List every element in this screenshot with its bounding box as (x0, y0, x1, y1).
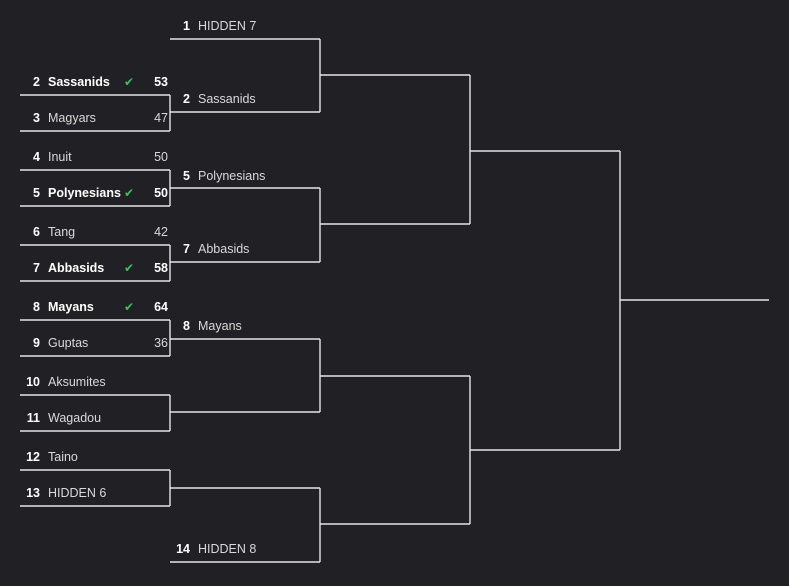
round2-slot-2[interactable]: 2 Sassanids (172, 89, 318, 109)
round1-slot-7[interactable]: 8 Mayans ✔ 64 (22, 297, 168, 317)
team-name: Sassanids (48, 75, 110, 89)
seed-number: 6 (33, 225, 40, 239)
round1-slot-11[interactable]: 12 Taino ✔ (22, 447, 168, 467)
score: 58 (154, 261, 168, 275)
round1-slot-9[interactable]: 10 Aksumites ✔ (22, 372, 168, 392)
seed-number: 8 (183, 319, 190, 333)
team-name: Inuit (48, 150, 72, 164)
round1-slot-12[interactable]: 13 HIDDEN 6 ✔ (22, 483, 168, 503)
seed-number: 14 (176, 542, 190, 556)
team-name: HIDDEN 6 (48, 486, 107, 500)
score: 36 (154, 336, 168, 350)
team-name: Abbasids (198, 242, 250, 256)
round1-slot-2[interactable]: 3 Magyars ✔ 47 (22, 108, 168, 128)
seed-number: 3 (33, 111, 40, 125)
seed-number: 5 (183, 169, 190, 183)
check-icon: ✔ (123, 261, 134, 275)
check-icon: ✔ (123, 186, 134, 200)
round2-slot-7[interactable] (172, 466, 318, 486)
seed-number: 2 (183, 92, 190, 106)
round1-slot-8[interactable]: 9 Guptas ✔ 36 (22, 333, 168, 353)
round1-slot-1[interactable]: 2 Sassanids ✔ 53 (22, 72, 168, 92)
score: 50 (154, 186, 168, 200)
score: 53 (154, 75, 168, 89)
round2-slot-1[interactable]: 1 HIDDEN 7 (172, 16, 318, 36)
seed-number: 4 (33, 150, 40, 164)
team-name: Magyars (48, 111, 96, 125)
team-name: HIDDEN 8 (198, 542, 257, 556)
round1-slot-5[interactable]: 6 Tang ✔ 42 (22, 222, 168, 242)
seed-number: 7 (33, 261, 40, 275)
score: 42 (154, 225, 168, 239)
round2-slot-6[interactable] (172, 389, 318, 409)
team-name: Taino (48, 450, 78, 464)
round1-slot-3[interactable]: 4 Inuit ✔ 50 (22, 147, 168, 167)
seed-number: 11 (26, 411, 40, 425)
check-icon: ✔ (123, 75, 134, 89)
team-name: Abbasids (48, 261, 105, 275)
seed-number: 2 (33, 75, 40, 89)
seed-number: 7 (183, 242, 190, 256)
seed-number: 12 (26, 450, 40, 464)
score: 64 (154, 300, 168, 314)
team-name: Guptas (48, 336, 89, 350)
round1-slot-6[interactable]: 7 Abbasids ✔ 58 (22, 258, 168, 278)
seed-number: 9 (33, 336, 40, 350)
team-name: Tang (48, 225, 76, 239)
round1-slot-4[interactable]: 5 Polynesians ✔ 50 (22, 183, 168, 203)
round2-slot-5[interactable]: 8 Mayans (172, 316, 318, 336)
team-name: Mayans (198, 319, 242, 333)
seed-number: 1 (183, 19, 190, 33)
seed-number: 8 (33, 300, 40, 314)
round2-slot-8[interactable]: 14 HIDDEN 8 (172, 539, 318, 559)
team-name: Aksumites (48, 375, 106, 389)
seed-number: 10 (26, 375, 40, 389)
seed-number: 5 (33, 186, 40, 200)
seed-number: 13 (26, 486, 40, 500)
check-icon: ✔ (123, 300, 134, 314)
team-name: HIDDEN 7 (198, 19, 257, 33)
score: 47 (154, 111, 168, 125)
team-name: Polynesians (198, 169, 266, 183)
team-name: Mayans (48, 300, 94, 314)
team-name: Wagadou (48, 411, 102, 425)
round2-slot-4[interactable]: 7 Abbasids (172, 239, 318, 259)
team-name: Polynesians (48, 186, 121, 200)
round2-slot-3[interactable]: 5 Polynesians (172, 166, 318, 186)
team-name: Sassanids (198, 92, 256, 106)
score: 50 (154, 150, 168, 164)
round1-slot-10[interactable]: 11 Wagadou ✔ (22, 408, 168, 428)
